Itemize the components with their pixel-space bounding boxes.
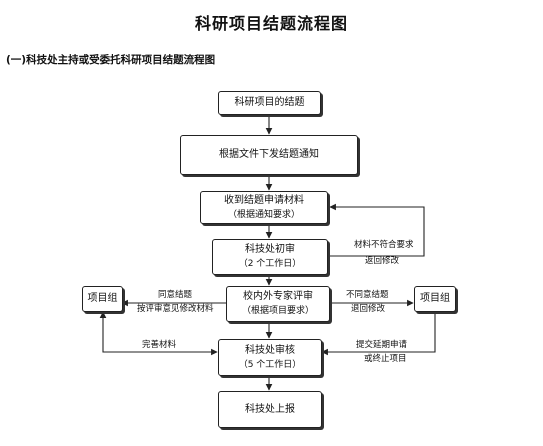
edge-label-nonconform-2: 返回修改 — [365, 256, 400, 266]
edge-label-extend-2: 或终止项目 — [364, 354, 407, 364]
node-receive-sub: （根据通知要求） — [227, 209, 300, 220]
node-project-group-right: 项目组 — [414, 286, 456, 312]
node-initial-review-sub: （2 个工作日） — [238, 259, 302, 269]
node-start: 科研项目的结题 — [218, 91, 321, 115]
node-notify: 根据文件下发结题通知 — [180, 135, 358, 175]
node-report: 科技处上报 — [218, 391, 322, 428]
section-subtitle: (一)科技处主持或受委托科研项目结题流程图 — [6, 54, 216, 66]
edge-label-agree-2: 按评审意见修改材料 — [137, 304, 214, 314]
node-final-review-label: 科技处审核 — [245, 344, 295, 356]
node-initial-review: 科技处初审 （2 个工作日） — [212, 239, 328, 275]
node-expert-review: 校内外专家评审 （根据项目要求） — [226, 286, 330, 322]
node-expert-review-label: 校内外专家评审 — [243, 291, 313, 302]
edge-label-supplement: 完善材料 — [142, 340, 177, 350]
page-title: 科研项目结题流程图 — [194, 14, 348, 33]
node-final-review-sub: （5 个工作日） — [238, 359, 302, 370]
arrow-left-group-to-final — [99, 311, 218, 356]
node-project-group-left-label: 项目组 — [87, 293, 118, 304]
edge-label-agree-1: 同意结题 — [158, 290, 193, 300]
node-final-review: 科技处审核 （5 个工作日） — [218, 339, 322, 376]
node-expert-review-sub: （根据项目要求） — [241, 306, 314, 316]
node-receive: 收到结题申请材料 （根据通知要求） — [200, 191, 328, 224]
edge-label-extend-1: 提交延期申请 — [356, 340, 408, 350]
edge-label-disagree-1: 不同意结题 — [346, 290, 389, 300]
arrow-right-group-to-final — [321, 312, 436, 356]
node-project-group-left: 项目组 — [82, 286, 123, 312]
edge-label-disagree-2: 退回修改 — [351, 304, 386, 314]
node-report-label: 科技处上报 — [245, 403, 295, 415]
node-notify-label: 根据文件下发结题通知 — [219, 149, 319, 160]
node-start-label: 科研项目的结题 — [234, 97, 305, 108]
node-receive-label: 收到结题申请材料 — [224, 194, 304, 206]
edge-label-nonconform-1: 材料不符合要求 — [354, 240, 414, 250]
node-project-group-right-label: 项目组 — [420, 293, 450, 304]
arrow-nonconform-loop — [328, 203, 425, 257]
node-initial-review-label: 科技处初审 — [245, 244, 295, 255]
